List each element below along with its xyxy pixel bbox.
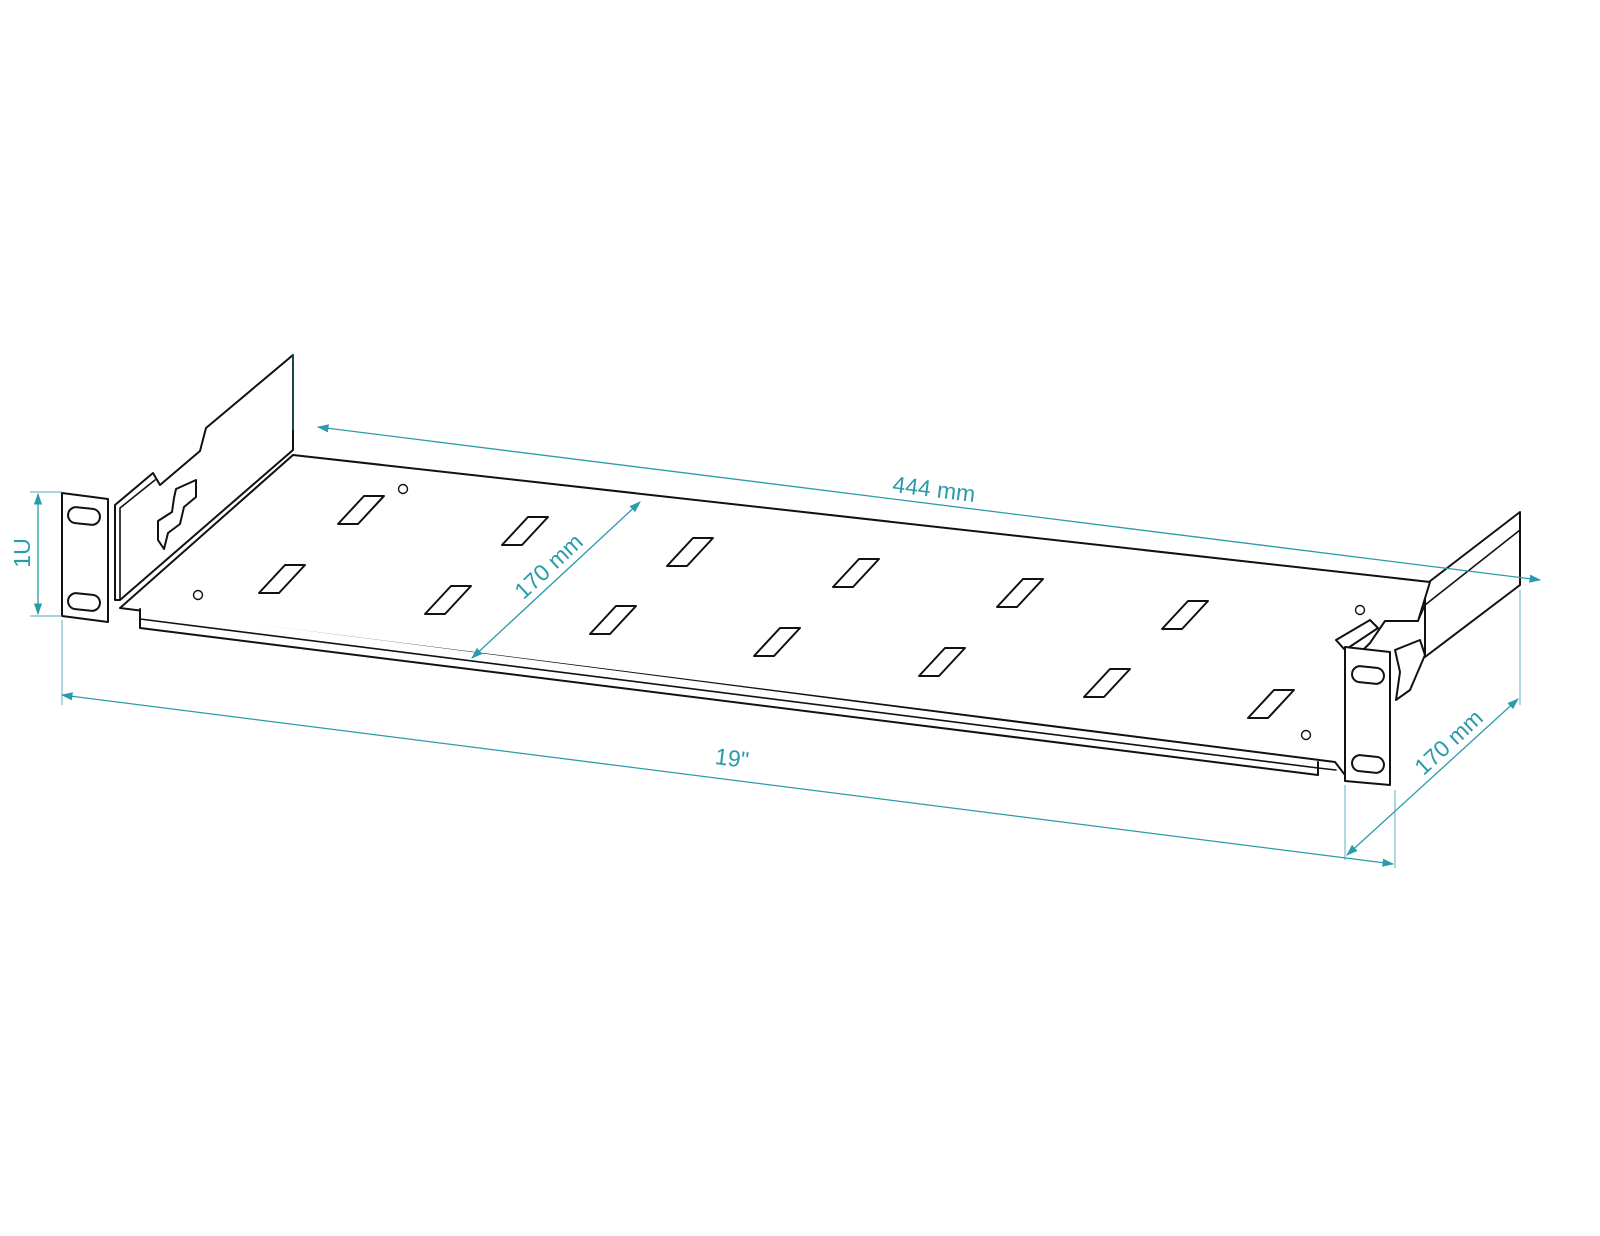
right-bent-tab xyxy=(1335,619,1379,651)
label-444mm: 444 mm xyxy=(891,471,977,507)
shelf-body xyxy=(114,354,1521,776)
right-mounting-ear xyxy=(1344,646,1391,786)
right-cable-clip xyxy=(1394,639,1426,701)
left-ear-top-hole xyxy=(67,506,101,526)
floor-pin xyxy=(1354,604,1366,616)
right-side-wall xyxy=(1424,511,1521,658)
label-19in: 19" xyxy=(714,743,751,773)
vent-slot xyxy=(424,585,472,615)
vent-slot xyxy=(918,647,966,677)
floor-pin xyxy=(192,589,204,601)
label-170mm-side: 170 mm xyxy=(1409,704,1488,780)
left-cable-clip xyxy=(157,479,197,550)
dimension-444mm-line xyxy=(316,424,1542,583)
left-ear-bottom-hole xyxy=(67,592,101,612)
floor-pin xyxy=(1300,729,1312,741)
floor-pin xyxy=(397,483,409,495)
right-ear-bottom-hole xyxy=(1351,754,1385,774)
left-wall-inner-edge xyxy=(119,479,156,601)
dimension-170mm-side-line xyxy=(1346,698,1519,856)
dimension-170mm-top-line xyxy=(471,501,641,659)
label-1u: 1U xyxy=(9,538,35,567)
vent-slot xyxy=(1161,600,1209,630)
dimension-19in-line xyxy=(60,692,1395,867)
vent-slot xyxy=(753,627,801,657)
left-mounting-ear xyxy=(61,492,109,623)
right-ear-top-hole xyxy=(1351,665,1385,685)
vent-slot xyxy=(258,564,306,594)
